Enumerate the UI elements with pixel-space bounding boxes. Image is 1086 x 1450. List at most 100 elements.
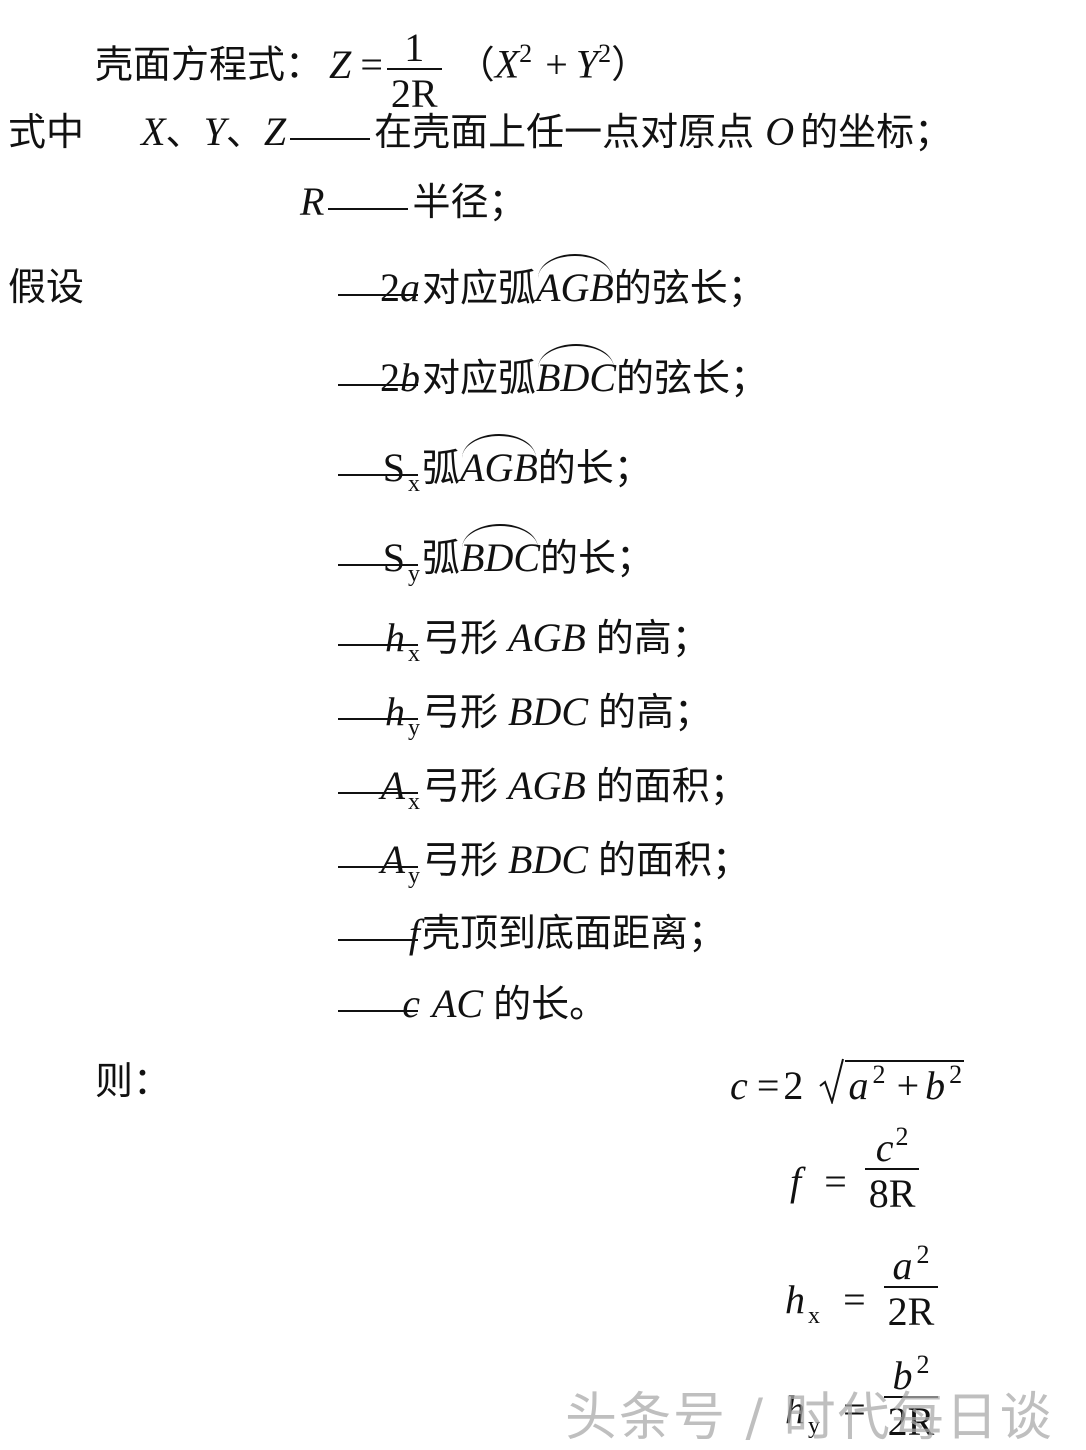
definition-text-post: 的弦长； bbox=[613, 266, 766, 310]
formula-hx-num: a bbox=[892, 1243, 913, 1288]
definition-text: 弓形 bbox=[422, 616, 499, 660]
eq-sign: = bbox=[360, 41, 383, 87]
where-sep-1: 、 bbox=[165, 110, 204, 154]
eq-plus: + bbox=[545, 41, 568, 87]
radical-icon bbox=[818, 1058, 844, 1104]
dash bbox=[338, 293, 418, 296]
where-sym-x: X bbox=[141, 109, 166, 154]
formula-hy-num: b bbox=[892, 1353, 913, 1398]
definition-text: 对应弧 bbox=[422, 266, 537, 310]
radius-sym: R bbox=[300, 179, 325, 224]
arc-label: AGB bbox=[460, 434, 538, 490]
segment-label: BDC bbox=[508, 689, 589, 734]
radius-line: R 半径； bbox=[300, 182, 526, 222]
definition-symbol-coef: 2 bbox=[380, 355, 400, 400]
formula-c-a: a bbox=[848, 1063, 869, 1108]
where-text: 在壳面上任一点对原点 bbox=[374, 110, 755, 154]
dash bbox=[328, 207, 409, 210]
formula-hx-sub: x bbox=[808, 1303, 820, 1329]
dash bbox=[338, 563, 418, 566]
definition-body: 对应弧BDC的弦长； bbox=[338, 344, 769, 400]
definition-symbol-sub: y bbox=[408, 561, 420, 587]
definition-symbol-main: h bbox=[385, 615, 405, 660]
definition-text: 弓形 bbox=[422, 838, 499, 882]
definition-symbol: 2a bbox=[380, 268, 420, 308]
definition-text-post: 的高； bbox=[598, 690, 713, 734]
formula-hx-den: 2R bbox=[883, 1286, 939, 1334]
formula-c-a-exp: 2 bbox=[872, 1060, 886, 1089]
formula-c-b: b bbox=[925, 1063, 946, 1108]
formula-f-den: 8R bbox=[864, 1168, 920, 1214]
formula-hy-num-exp: 2 bbox=[916, 1350, 930, 1379]
formula-c-eq: = bbox=[756, 1063, 780, 1108]
dash bbox=[338, 938, 418, 941]
where-sym-o: O bbox=[765, 109, 795, 154]
eq-close-paren: ） bbox=[611, 42, 650, 87]
formula-hx-eq: = bbox=[843, 1277, 866, 1322]
definition-symbol-sub: y bbox=[408, 715, 420, 741]
assume-label: 假设 bbox=[8, 265, 85, 309]
definition-symbol: f bbox=[409, 914, 420, 954]
definition-body: 对应弧AGB的弦长； bbox=[338, 254, 766, 310]
formula-hx-num-exp: 2 bbox=[916, 1240, 930, 1269]
definition-row: 2a bbox=[380, 268, 420, 308]
formula-f: f = c2 8R bbox=[790, 1124, 920, 1214]
arc-label: AGB bbox=[536, 254, 614, 310]
definition-body: 壳顶到底面距离； bbox=[338, 914, 726, 952]
definition-symbol-main: S bbox=[382, 445, 405, 490]
arc-label: BDC bbox=[460, 524, 541, 580]
segment-label: AGB bbox=[508, 763, 586, 808]
dash bbox=[338, 865, 418, 868]
eq-x-exp: 2 bbox=[519, 38, 533, 68]
dash bbox=[338, 717, 418, 720]
definition-symbol-main: f bbox=[408, 911, 420, 956]
definition-text: 对应弧 bbox=[422, 356, 537, 400]
radius-text: 半径； bbox=[412, 180, 527, 224]
definition-symbol: c bbox=[402, 984, 420, 1024]
formula-hy-lhs: h bbox=[785, 1387, 805, 1432]
definition-text-post: 的弦长； bbox=[616, 356, 769, 400]
formula-f-num-exp: 2 bbox=[895, 1122, 909, 1151]
definition-symbol: 2b bbox=[380, 358, 420, 398]
definition-row: 2b bbox=[380, 358, 420, 398]
watermark: 头条号 / 时代每日谈 bbox=[565, 1388, 1054, 1448]
formula-c-coef: 2 bbox=[783, 1063, 804, 1108]
definition-row: c bbox=[402, 984, 420, 1024]
definition-symbol-sub: x bbox=[408, 789, 420, 815]
definition-symbol-sub: x bbox=[408, 471, 420, 497]
shell-equation: 壳面方程式：Z = 1 2R （X2 +Y2） bbox=[95, 25, 650, 116]
definition-symbol-main: h bbox=[385, 689, 405, 734]
definition-body: 弧BDC的长； bbox=[338, 524, 655, 580]
segment-label: AC bbox=[432, 981, 484, 1026]
eq-numerator: 1 bbox=[404, 25, 425, 70]
eq-y-exp: 2 bbox=[598, 38, 612, 68]
formula-c-b-exp: 2 bbox=[949, 1060, 963, 1089]
formula-f-fraction: c2 8R bbox=[864, 1124, 920, 1214]
formula-c-lhs: c bbox=[730, 1063, 748, 1108]
definition-row: f bbox=[409, 914, 420, 954]
eq-denominator: 2R bbox=[386, 68, 442, 114]
formula-hx-den-text: 2R bbox=[887, 1289, 935, 1334]
definition-symbol-coef: 2 bbox=[380, 265, 400, 310]
eq-x: X bbox=[494, 41, 520, 87]
definition-symbol-main: c bbox=[402, 981, 420, 1026]
where-sym-y: Y bbox=[203, 109, 226, 154]
formula-hy-den: 2R bbox=[883, 1396, 939, 1442]
definition-text-post: 的面积； bbox=[595, 764, 748, 808]
definition-text-post: 的长； bbox=[540, 536, 655, 580]
definition-symbol-main: A bbox=[380, 837, 405, 882]
formula-hy-sub: y bbox=[808, 1413, 820, 1439]
